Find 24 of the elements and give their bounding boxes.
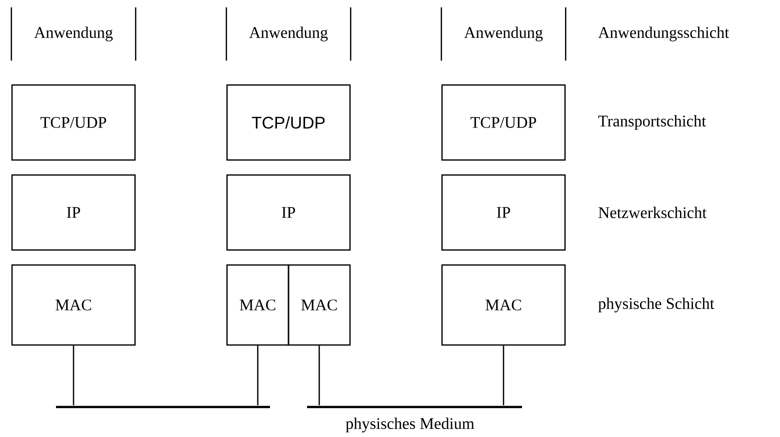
layer-box: MAC xyxy=(441,264,566,346)
application-layer-box: Anwendung xyxy=(440,7,566,61)
caption: physisches Medium xyxy=(346,418,474,432)
layer-box: TCP/UDP xyxy=(11,84,136,161)
medium-line xyxy=(307,406,522,408)
layer-label: physische Schicht xyxy=(598,298,714,312)
layer-box: MAC xyxy=(288,264,351,346)
application-layer-box: Anwendung xyxy=(10,7,136,61)
layer-box: IP xyxy=(226,174,351,251)
application-layer-box: Anwendung xyxy=(226,7,352,61)
connection-line xyxy=(502,346,504,406)
layer-box: MAC xyxy=(11,264,136,346)
layer-box: TCP/UDP xyxy=(441,84,566,161)
layer-box: TCP/UDP xyxy=(226,84,351,161)
medium-line xyxy=(56,406,270,408)
layer-box: MAC xyxy=(226,264,290,346)
connection-line xyxy=(257,346,258,406)
layer-box: IP xyxy=(11,174,136,251)
connection-line xyxy=(318,346,320,406)
connection-line xyxy=(72,346,74,406)
layer-box: IP xyxy=(441,174,566,251)
layer-label: Transportschicht xyxy=(598,115,706,130)
layer-label: Anwendungsschicht xyxy=(598,26,730,42)
layer-label: Netzwerkschicht xyxy=(598,206,707,218)
